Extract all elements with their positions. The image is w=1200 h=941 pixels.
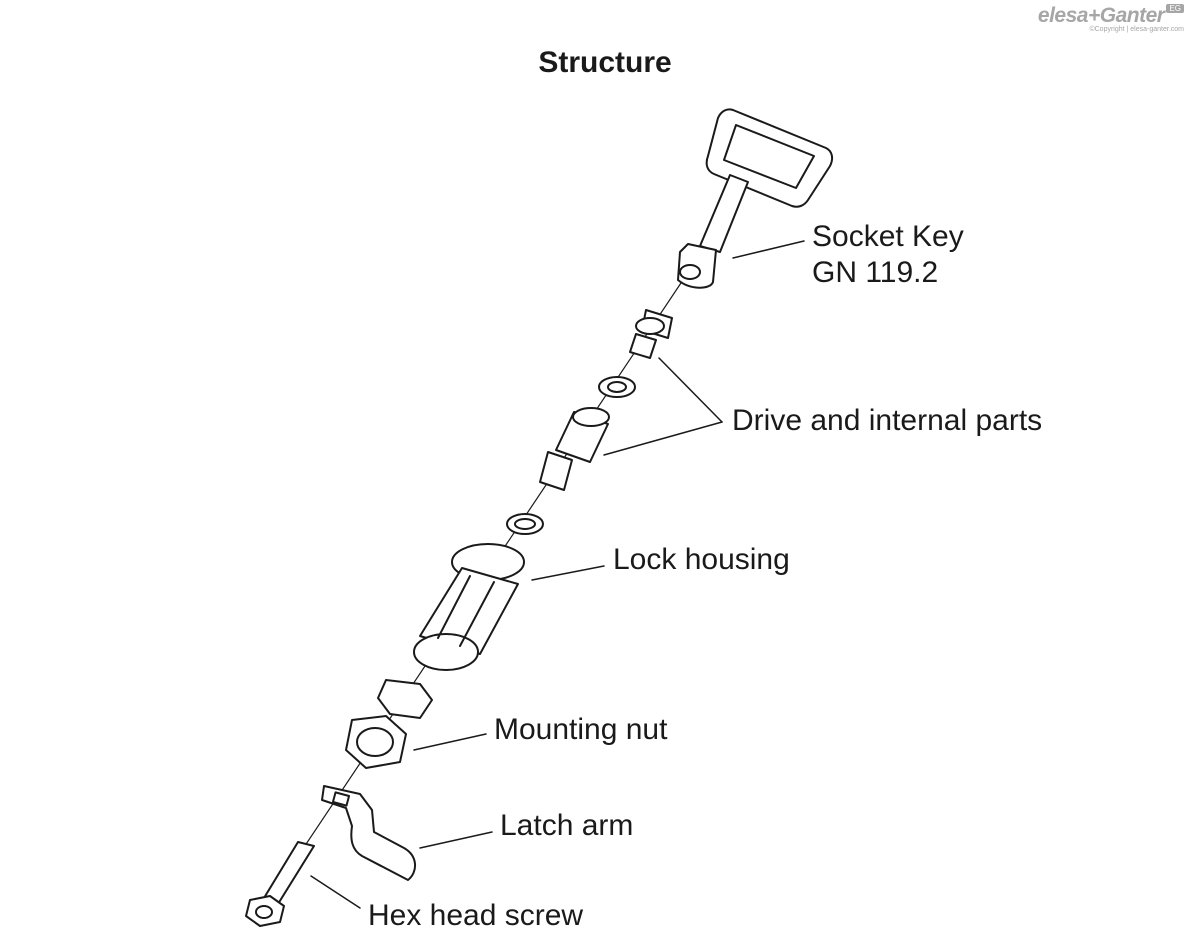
leader-drive-upper: [658, 357, 723, 423]
brand-name: elesa+Ganter: [1037, 4, 1165, 27]
washer-upper: [598, 376, 636, 398]
label-lock-housing: Lock housing: [613, 543, 790, 576]
mounting-nut-part: [345, 715, 407, 769]
leader-hex-head-screw: [310, 875, 361, 909]
label-latch-arm: Latch arm: [500, 809, 634, 842]
label-hex-head-screw: Hex head screw: [368, 899, 584, 932]
gasket-part: [377, 679, 433, 719]
hex-head-screw-part: [245, 841, 315, 927]
lock-housing-part: [413, 543, 525, 671]
leader-socket-key: [732, 240, 805, 259]
latch-arm-part: [321, 785, 416, 881]
brand-copyright: ©Copyright | elesa-ganter.com: [1089, 26, 1184, 33]
label-mounting-nut: Mounting nut: [494, 713, 668, 746]
label-drive-internal-parts: Drive and internal parts: [732, 404, 1043, 437]
leader-lock-housing: [531, 565, 605, 581]
leader-drive-lower: [603, 421, 723, 456]
leader-latch-arm: [419, 831, 493, 849]
label-socket-key-line1: Socket Key: [812, 220, 964, 253]
socket-key-part: [677, 108, 834, 289]
internal-cylinder-part: [539, 407, 610, 491]
brand-badge: EG: [1166, 4, 1184, 13]
leader-mounting-nut: [413, 733, 487, 751]
washer-lower: [506, 513, 544, 535]
label-socket-key: Socket Key GN 119.2: [812, 219, 964, 291]
label-socket-key-line2: GN 119.2: [812, 256, 939, 289]
diagram-title: Structure: [538, 46, 672, 79]
drive-part: [629, 309, 673, 359]
